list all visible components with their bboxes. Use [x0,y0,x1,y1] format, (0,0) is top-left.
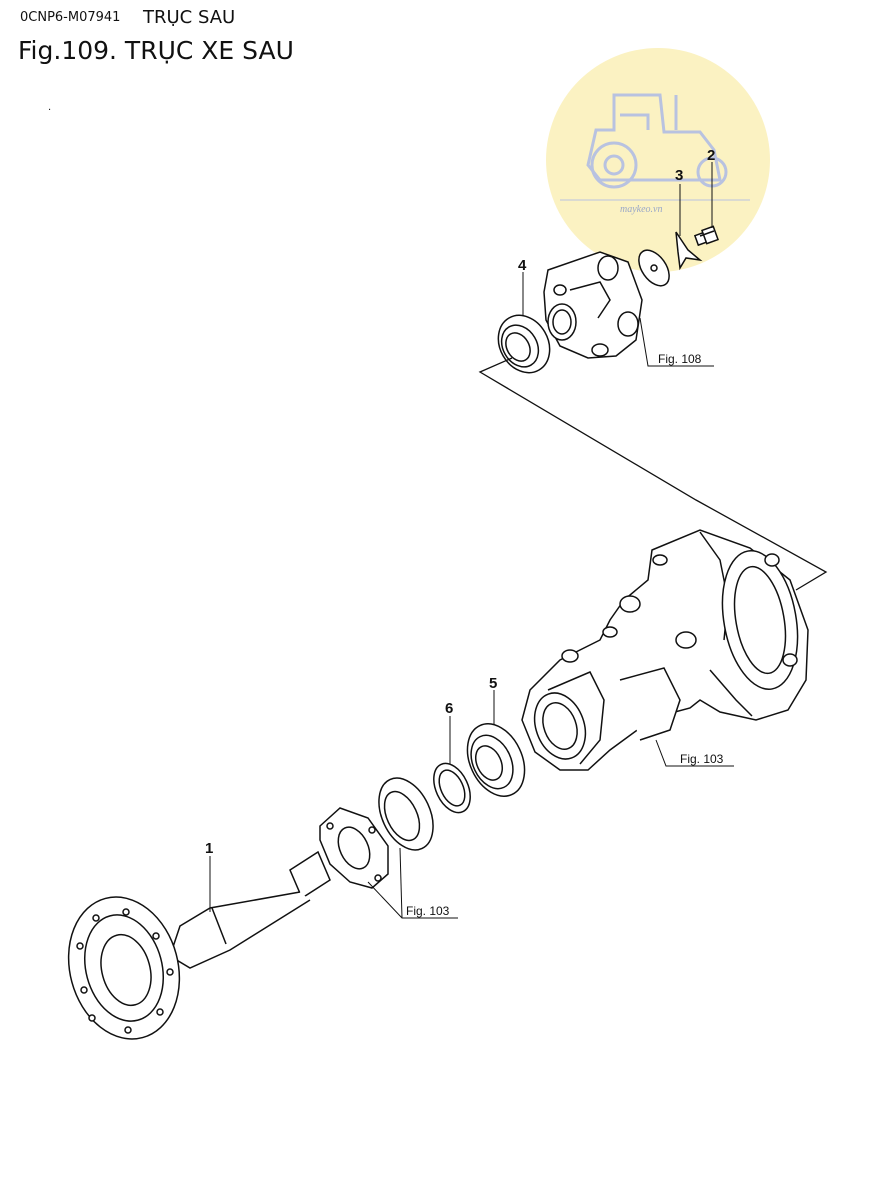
part-1-axle-shaft [67,850,331,1040]
watermark-logo: maykeo.vn [546,48,770,272]
part-2-bolt [693,225,719,247]
figref-fig-103-seal: Fig. 103 [406,904,450,918]
assembly-connector-line [478,357,828,591]
document-code: 0CNP6-M07941 [20,10,121,25]
callout-part-2: 2 [707,147,715,164]
part-3-lock-plate [675,231,703,271]
callout-part-6: 6 [445,700,453,717]
callout-part-1: 1 [205,840,213,857]
watermark-text: maykeo.vn [620,204,662,215]
differential-carrier [543,251,643,359]
callout-part-4: 4 [518,257,527,274]
gasket-plate [319,807,389,889]
oil-seal [378,777,434,851]
callout-part-3: 3 [675,167,683,184]
section-subtitle: TRỤC SAU [143,7,236,28]
leader-lines [209,162,734,919]
callout-part-5: 5 [489,675,497,692]
figref-fig-108: Fig. 108 [658,352,702,366]
figref-fig-103-housing: Fig. 103 [680,752,724,766]
part-5-bearing [466,723,526,797]
axle-housing [521,529,809,771]
thrust-washer [638,249,670,287]
part-6-snap-ring [433,762,471,814]
stray-dot: . [48,102,52,113]
tractor-icon [586,93,728,189]
figure-title: Fig.109. TRỤC XE SAU [18,36,294,65]
